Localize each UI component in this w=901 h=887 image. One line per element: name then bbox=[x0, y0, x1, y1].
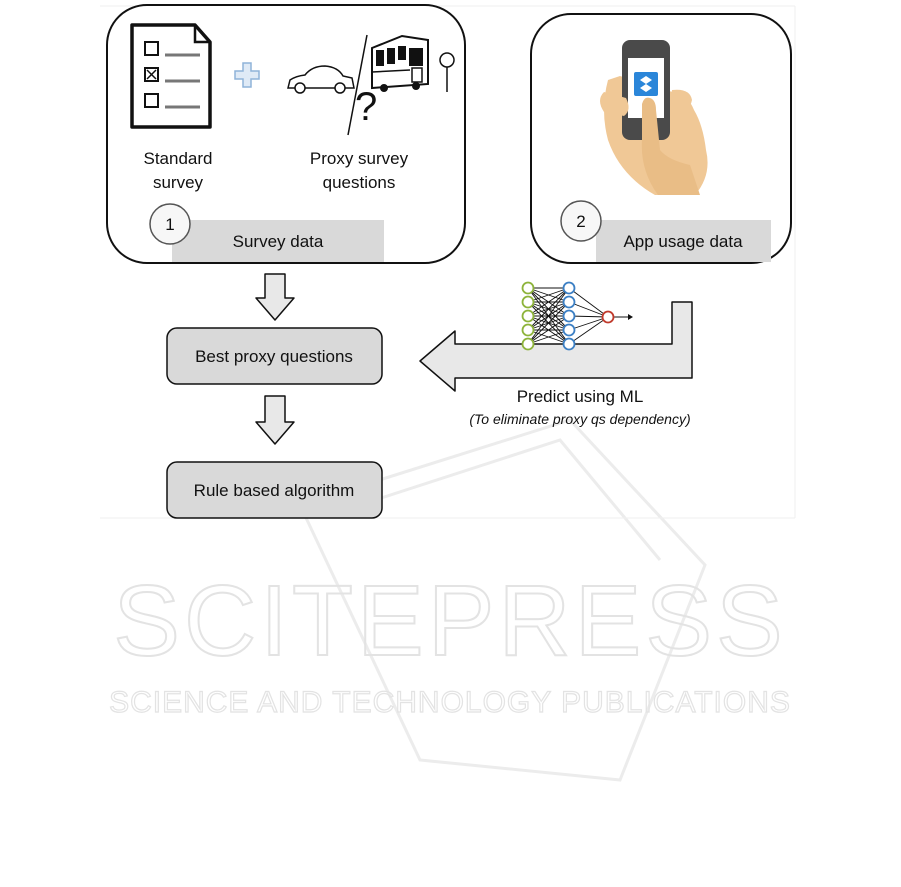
down-arrow-2 bbox=[256, 396, 294, 444]
dropbox-icon bbox=[634, 72, 658, 96]
app-panel: App usage data 2 bbox=[531, 14, 791, 263]
standard-survey-label-line1: Standard bbox=[144, 149, 213, 168]
nn-hidden-node bbox=[564, 297, 575, 308]
nn-output-node bbox=[603, 312, 614, 323]
nn-hidden-node bbox=[564, 311, 575, 322]
watermark-book-line bbox=[375, 440, 660, 560]
bus-icon bbox=[372, 36, 428, 92]
predict-label: Predict using ML bbox=[517, 387, 644, 406]
nn-hidden-node bbox=[564, 283, 575, 294]
nn-hidden-node bbox=[564, 325, 575, 336]
step-2-number: 2 bbox=[576, 212, 585, 231]
proxy-survey-label-line1: Proxy survey bbox=[310, 149, 409, 168]
nn-input-node bbox=[523, 283, 534, 294]
watermark-title: SCITEPRESS bbox=[113, 565, 787, 677]
nn-input-node bbox=[523, 339, 534, 350]
survey-panel: ? Standard survey Proxy survey questions… bbox=[107, 5, 465, 263]
survey-data-label: Survey data bbox=[233, 232, 324, 251]
neural-network-icon bbox=[523, 283, 634, 350]
proxy-survey-label-line2: questions bbox=[323, 173, 396, 192]
best-proxy-label: Best proxy questions bbox=[195, 347, 353, 366]
nn-hidden-node bbox=[564, 339, 575, 350]
nn-input-node bbox=[523, 311, 534, 322]
step-1-number: 1 bbox=[165, 215, 174, 234]
predict-note: (To eliminate proxy qs dependency) bbox=[469, 411, 690, 427]
watermark-subtitle: SCIENCE AND TECHNOLOGY PUBLICATIONS bbox=[109, 686, 791, 719]
app-data-label: App usage data bbox=[623, 232, 743, 251]
nn-input-node bbox=[523, 297, 534, 308]
nn-input-node bbox=[523, 325, 534, 336]
question-mark: ? bbox=[355, 85, 377, 129]
rule-based-label: Rule based algorithm bbox=[194, 481, 355, 500]
standard-survey-label-line2: survey bbox=[153, 173, 204, 192]
checklist-icon bbox=[132, 25, 210, 127]
nn-output-arrowhead bbox=[628, 314, 633, 320]
down-arrow-1 bbox=[256, 274, 294, 320]
